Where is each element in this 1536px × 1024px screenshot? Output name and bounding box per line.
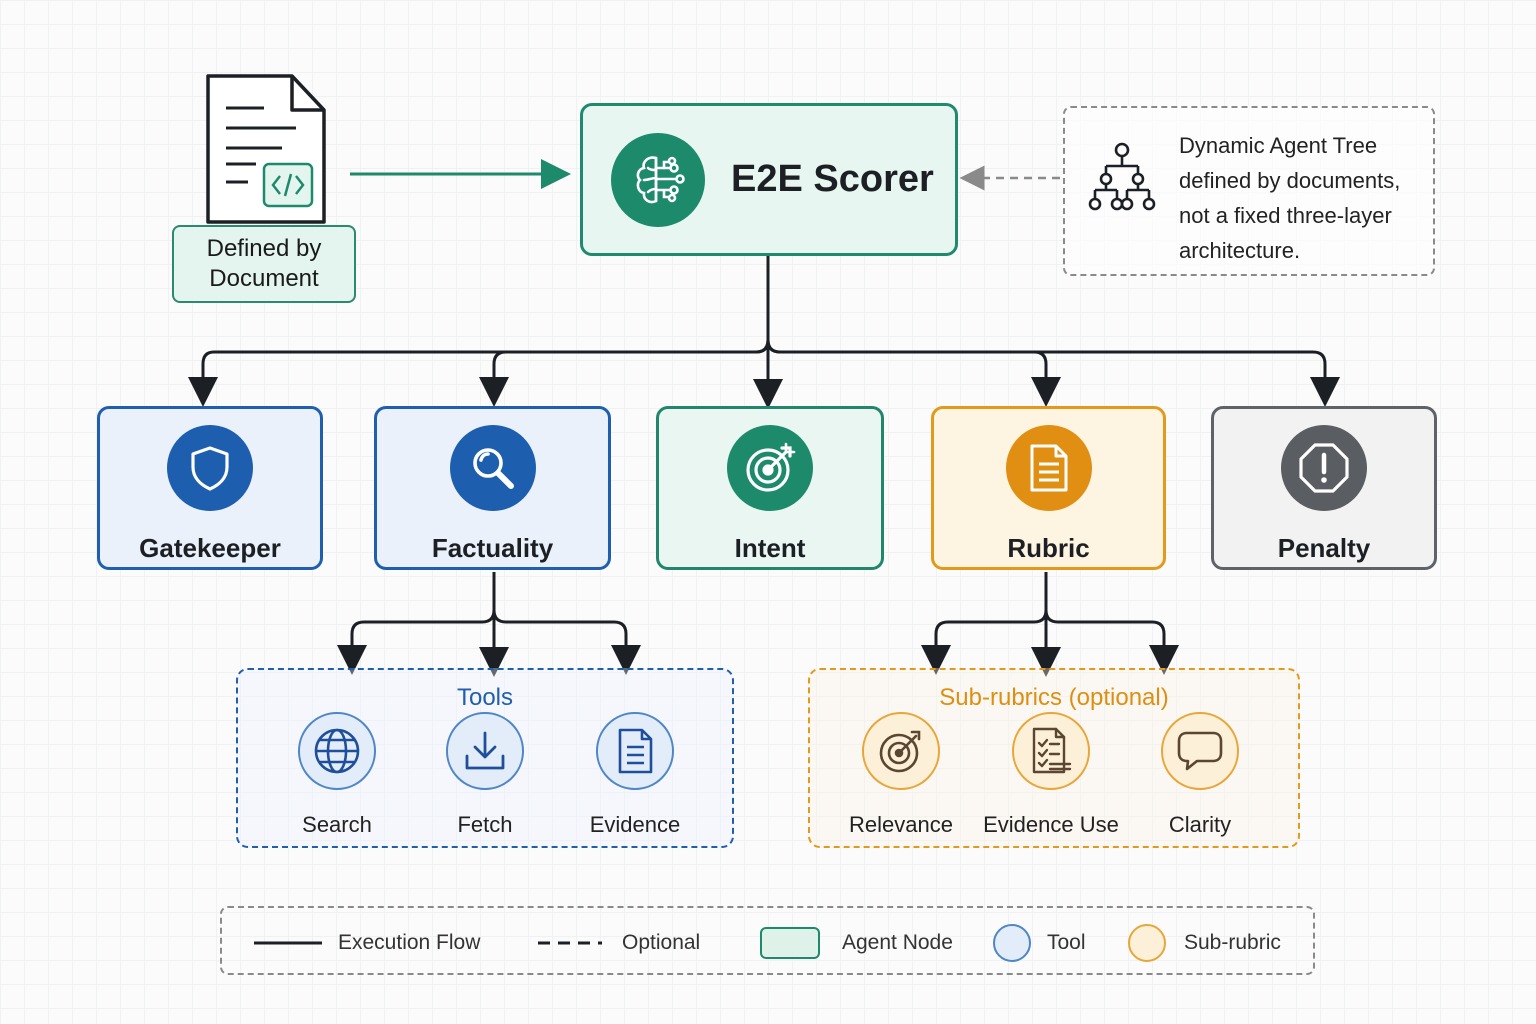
rubric-node[interactable]: Rubric [931, 406, 1166, 570]
tool-label: Fetch [457, 812, 513, 837]
legend-label: Tool [1047, 930, 1086, 954]
subrubrics-title: Sub-rubrics (optional) [939, 684, 1169, 711]
node-label: Intent [734, 533, 806, 563]
subrubrics-group: Sub-rubrics (optional) Relevance [808, 668, 1300, 848]
warning-octagon-icon [1281, 425, 1367, 511]
legend-label: Optional [622, 930, 701, 954]
target-icon [862, 712, 940, 790]
code-document-icon [200, 72, 330, 230]
e2e-scorer-node[interactable]: E2E Scorer [580, 103, 958, 256]
legend-execution-flow: Execution Flow [254, 908, 480, 977]
target-icon [727, 425, 813, 511]
document-label: Defined by Document [172, 225, 356, 303]
legend-label: Execution Flow [338, 930, 481, 954]
tool-fetch[interactable]: Fetch [410, 712, 560, 838]
subrubric-clarity[interactable]: Clarity [1125, 712, 1275, 838]
tools-title: Tools [456, 684, 514, 711]
legend-tool: Tool [993, 908, 1086, 977]
subrubric-label: Relevance [849, 812, 953, 837]
node-label: Penalty [1277, 533, 1371, 563]
node-label: Factuality [431, 533, 554, 563]
legend-agent-node: Agent Node [760, 908, 953, 977]
magnifier-icon [449, 425, 536, 511]
legend-optional: Optional [538, 908, 700, 977]
factuality-branches [337, 572, 641, 677]
speech-bubble-icon [1161, 712, 1239, 790]
tools-group: Tools Search Fetch [236, 668, 734, 848]
document-icon [596, 712, 674, 790]
checklist-icon [1012, 712, 1090, 790]
tool-swatch [993, 923, 1031, 962]
hierarchy-icon [1088, 142, 1156, 211]
subrubric-label: Clarity [1168, 812, 1232, 837]
legend-sub-rubric: Sub-rubric [1128, 908, 1281, 977]
subrubric-label: Evidence Use [983, 812, 1119, 837]
scorer-branches [188, 256, 1340, 409]
dynamic-tree-note: Dynamic Agent Tree defined by documents,… [1063, 106, 1435, 276]
dashed-line-icon [538, 941, 602, 944]
gatekeeper-node[interactable]: Gatekeeper [97, 406, 323, 570]
subrubric-swatch [1128, 923, 1166, 962]
factuality-node[interactable]: Factuality [374, 406, 611, 570]
legend: Execution Flow Optional Agent Node Tool … [220, 906, 1315, 975]
brain-icon [611, 132, 705, 227]
subrubric-relevance[interactable]: Relevance [826, 712, 976, 838]
tool-label: Evidence [589, 812, 681, 837]
legend-label: Sub-rubric [1184, 930, 1281, 954]
globe-icon [298, 712, 376, 790]
document-icon [1005, 425, 1092, 511]
scorer-title: E2E Scorer [731, 158, 934, 200]
tool-search[interactable]: Search [262, 712, 412, 838]
node-label: Gatekeeper [139, 533, 281, 563]
subrubric-evidence-use[interactable]: Evidence Use [976, 712, 1126, 838]
node-label: Rubric [1007, 533, 1090, 563]
legend-label: Agent Node [842, 930, 953, 954]
solid-line-icon [254, 941, 322, 944]
shield-icon [167, 425, 253, 511]
agent-node-swatch [760, 926, 820, 959]
download-icon [446, 712, 524, 790]
note-text: Dynamic Agent Tree defined by documents,… [1179, 133, 1401, 263]
rubric-branches [921, 572, 1179, 677]
tool-label: Search [302, 812, 372, 837]
tool-evidence[interactable]: Evidence [560, 712, 710, 838]
intent-node[interactable]: Intent [656, 406, 884, 570]
penalty-node[interactable]: Penalty [1211, 406, 1437, 570]
